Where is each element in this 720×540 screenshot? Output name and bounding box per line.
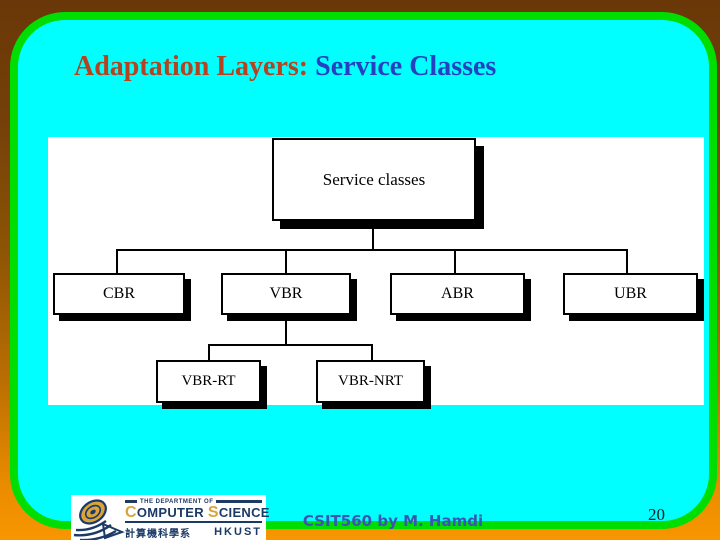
logo-department-row: THE DEPARTMENT OF xyxy=(125,499,262,505)
connector-stub-vbr xyxy=(285,249,287,273)
slide-title: Adaptation Layers: Service Classes xyxy=(74,50,496,84)
hkust-cs-department-logo: THE DEPARTMENT OF COMPUTER SCIENCE 計算機科學… xyxy=(71,495,269,540)
logo-name-omputer: OMPUTER xyxy=(136,504,208,520)
connector-level2-horizontal xyxy=(116,249,628,251)
diagram-node-abr: ABR xyxy=(390,273,525,315)
connector-level3-horizontal xyxy=(208,344,373,346)
logo-bottom-row: 計算機科學系 HKUST xyxy=(125,525,262,540)
logo-bar-left xyxy=(125,500,137,503)
logo-text-block: THE DEPARTMENT OF COMPUTER SCIENCE 計算機科學… xyxy=(125,499,269,540)
logo-name-cience: CIENCE xyxy=(218,504,270,520)
connector-stub-abr xyxy=(454,249,456,273)
connector-stub-vbr-rt xyxy=(208,344,210,360)
diagram-node-vbr: VBR xyxy=(221,273,351,315)
diagram-node-vbr-rt: VBR-RT xyxy=(156,360,261,403)
diagram-panel: Service classes CBR VBR ABR UBR VBR-RT V… xyxy=(48,137,704,405)
logo-divider-line xyxy=(125,520,262,523)
connector-root-vertical xyxy=(372,221,374,251)
logo-bar-right xyxy=(216,500,262,503)
connector-stub-cbr xyxy=(116,249,118,273)
logo-name-row: COMPUTER SCIENCE xyxy=(125,503,269,521)
diagram-node-ubr: UBR xyxy=(563,273,698,315)
connector-vbr-vertical xyxy=(285,315,287,345)
slide-page-number: 20 xyxy=(648,505,665,524)
logo-chinese-name: 計算機科學系 xyxy=(125,528,191,540)
connector-stub-ubr xyxy=(626,249,628,273)
connector-stub-vbr-nrt xyxy=(371,344,373,360)
diagram-node-service-classes: Service classes xyxy=(272,138,476,221)
title-part-service-classes: Service Classes xyxy=(308,51,497,82)
slide: Adaptation Layers: Service Classes Servi… xyxy=(10,12,717,540)
logo-university-abbrev: HKUST xyxy=(214,526,262,538)
logo-letter-c: C xyxy=(125,503,137,521)
diagram-node-vbr-nrt: VBR-NRT xyxy=(316,360,425,403)
hkust-shell-icon xyxy=(73,499,125,540)
logo-letter-s: S xyxy=(207,503,219,521)
diagram-node-cbr: CBR xyxy=(53,273,185,315)
footer-credit-text: CSIT560 by M. Hamdi xyxy=(302,512,484,530)
title-part-adaptation-layers: Adaptation Layers: xyxy=(74,51,309,82)
logo-department-label: THE DEPARTMENT OF xyxy=(140,498,214,505)
